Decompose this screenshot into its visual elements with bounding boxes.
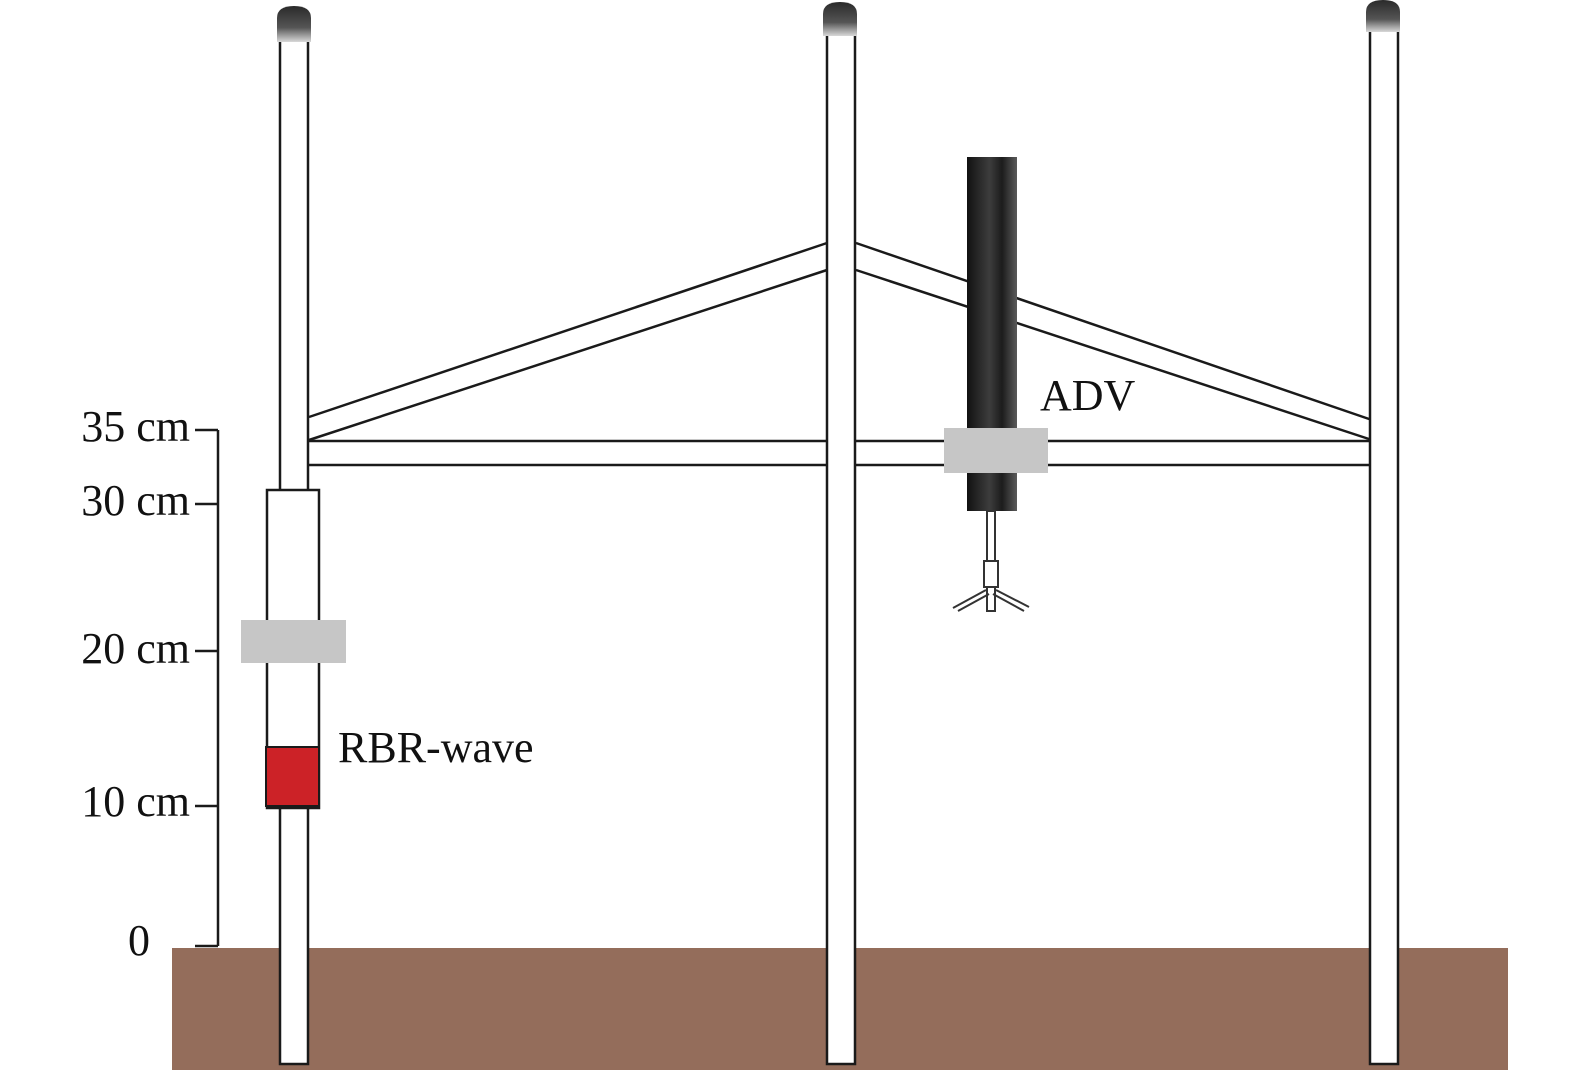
right-pole	[1368, 16, 1400, 1066]
middle-pole-cap	[823, 2, 857, 36]
scale-label-30cm: 30 cm	[81, 476, 190, 525]
left-pole-cap	[277, 6, 311, 42]
height-scale	[195, 428, 220, 948]
rbr-clamp	[241, 620, 346, 663]
adv-label: ADV	[1040, 371, 1136, 420]
right-diagonal-brace	[855, 241, 1373, 442]
scale-label-10cm: 10 cm	[81, 777, 190, 826]
rbr-wave-label: RBR-wave	[338, 723, 534, 772]
scale-label-35cm: 35 cm	[81, 402, 190, 451]
rbr-wave-sensor	[265, 746, 320, 807]
adv-probe	[952, 510, 1030, 612]
right-pole-cap	[1366, 0, 1400, 32]
middle-pole	[825, 22, 857, 1066]
scale-label-20cm: 20 cm	[81, 624, 190, 673]
scale-label-0: 0	[128, 916, 150, 965]
left-diagonal-brace	[308, 241, 828, 442]
adv-clamp	[944, 428, 1048, 473]
